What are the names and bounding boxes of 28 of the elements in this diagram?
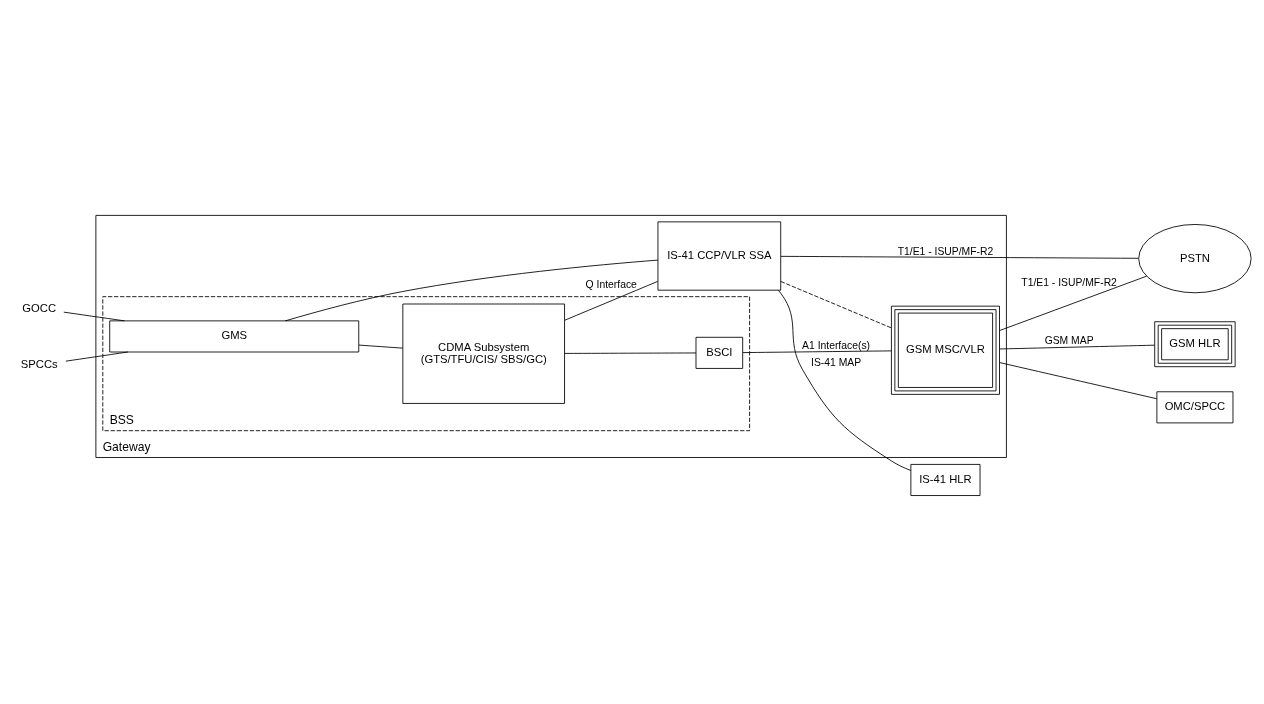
node-box: IS-41 CCP/VLR SSA bbox=[657, 221, 782, 291]
node-box: GMS bbox=[109, 320, 360, 353]
connector bbox=[999, 275, 1147, 331]
connector bbox=[564, 352, 697, 354]
connector bbox=[564, 281, 659, 321]
connector bbox=[65, 351, 129, 362]
connector bbox=[999, 362, 1158, 400]
connector bbox=[780, 281, 892, 329]
connector bbox=[777, 289, 912, 471]
connector bbox=[999, 344, 1155, 350]
edge-label: T1/E1 - ISUP/MF-R2 bbox=[1021, 276, 1117, 288]
connector bbox=[358, 344, 404, 349]
edge-label: A1 Interface(s) bbox=[802, 340, 871, 352]
node-box: IS-41 HLR bbox=[910, 464, 981, 496]
node-ellipse: PSTN bbox=[1138, 224, 1252, 294]
node-box: CDMA Subsystem (GTS/TFU/CIS/ SBS/GC) bbox=[402, 303, 565, 404]
node-box: OMC/SPCC bbox=[1156, 391, 1234, 424]
connector bbox=[742, 350, 892, 354]
node-box: BSCI bbox=[695, 336, 744, 369]
connector bbox=[63, 311, 125, 322]
edge-label: T1/E1 - ISUP/MF-R2 bbox=[897, 245, 994, 257]
edge-label: Q Interface bbox=[585, 278, 637, 290]
node-text: SPCCs bbox=[20, 357, 58, 370]
connector bbox=[780, 255, 1139, 259]
edge-label: GSM MAP bbox=[1044, 334, 1094, 346]
edge-label: IS-41 MAP bbox=[811, 357, 862, 369]
connector bbox=[284, 259, 659, 322]
node-text: GOCC bbox=[22, 301, 57, 314]
